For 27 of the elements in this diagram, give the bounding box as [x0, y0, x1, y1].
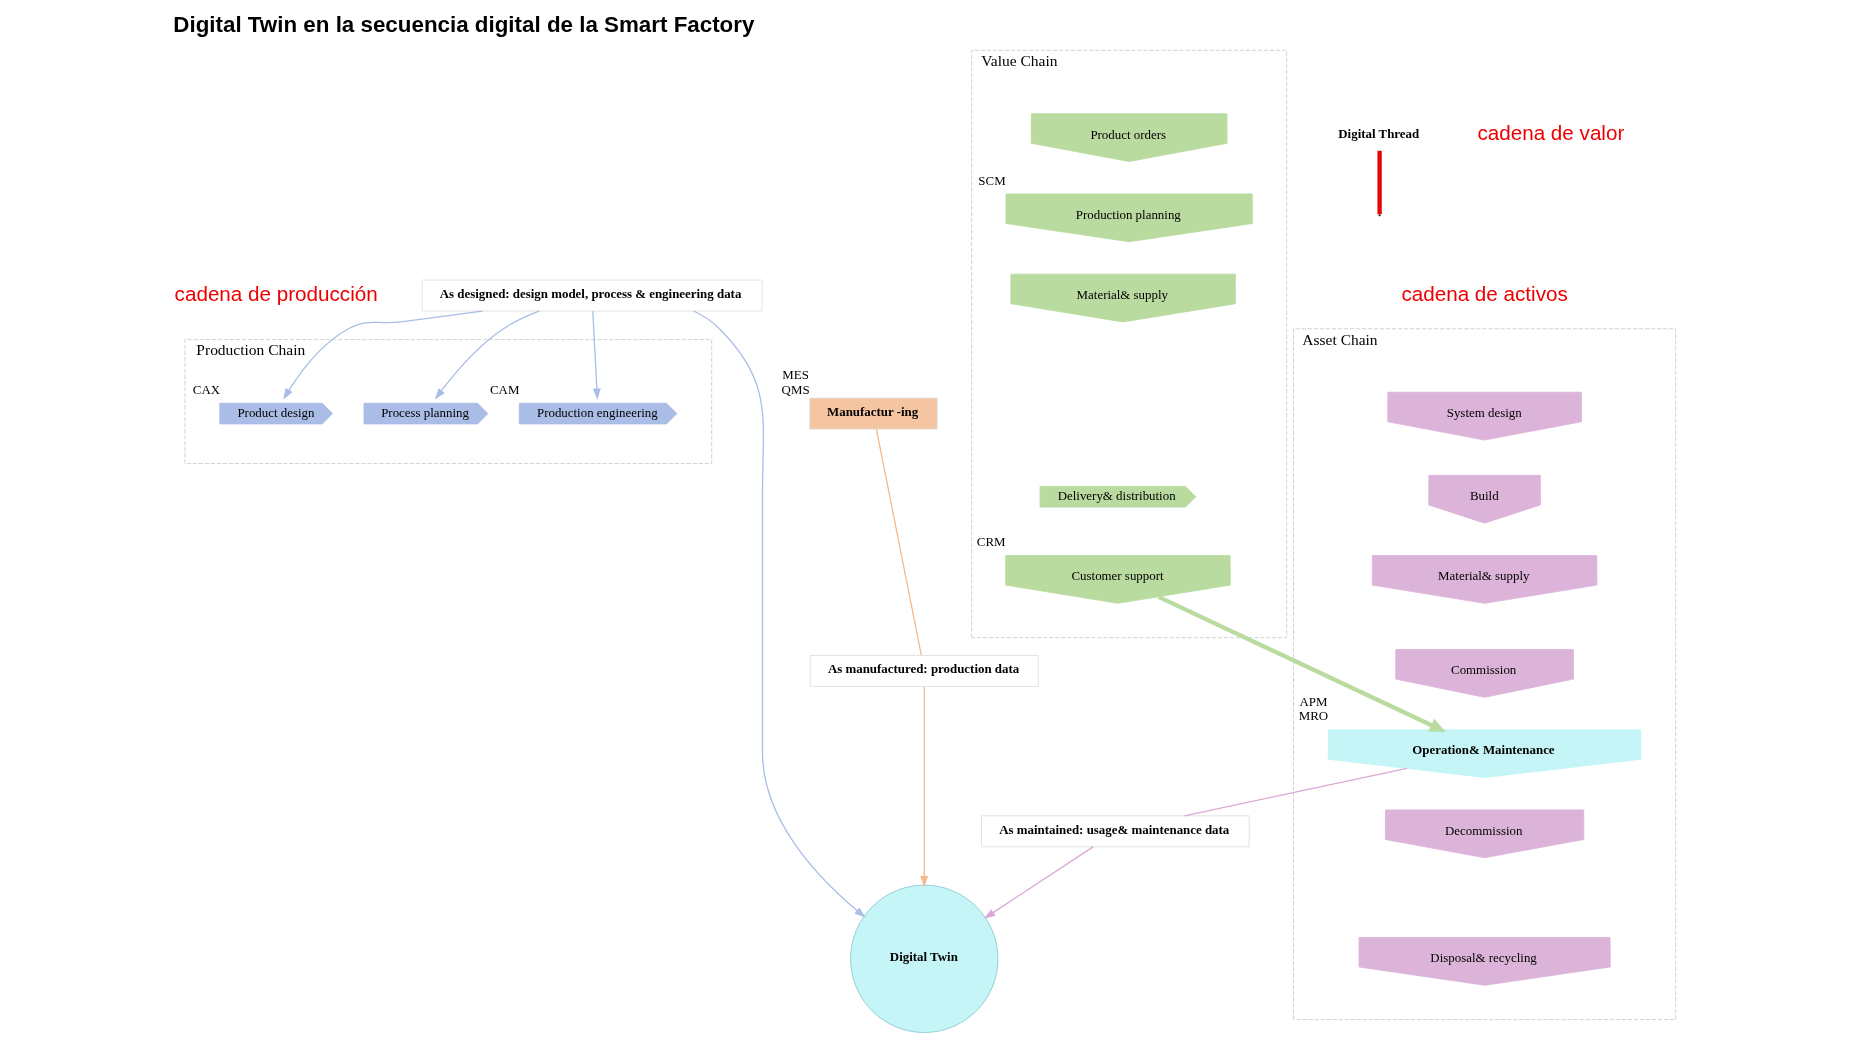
arrow	[283, 310, 484, 400]
node-text: Digital Thread	[1338, 125, 1420, 141]
node-label: CAX	[192, 381, 221, 397]
arrow	[592, 310, 601, 400]
label: cadena de producción	[174, 281, 378, 305]
node-label: APM	[1299, 693, 1328, 709]
node-box: As designed: design model, process & engineering data	[421, 279, 763, 312]
connector	[1377, 150, 1382, 215]
diagram-title: Digital Twin en la secuencia digital de la Smart Factory	[173, 12, 755, 38]
node-label: SCM	[978, 172, 1006, 188]
node-label: MES	[782, 367, 809, 383]
node-label: MRO	[1298, 708, 1329, 724]
arrow	[920, 686, 929, 888]
node-label: CRM	[976, 534, 1006, 550]
connector	[875, 428, 922, 656]
node-label: CAM	[489, 381, 520, 397]
arrow	[983, 846, 1094, 919]
node-box: As manufactured: production data	[809, 655, 1039, 687]
label: cadena de valor	[1477, 121, 1625, 145]
arrow	[1157, 594, 1446, 732]
node-box: Manufactur -ing	[809, 397, 938, 430]
arrow	[692, 310, 866, 918]
node-label: QMS	[781, 381, 810, 397]
node-box: As maintained: usage& maintenance data	[981, 815, 1250, 848]
label: cadena de activos	[1401, 281, 1568, 305]
connector	[1183, 767, 1408, 817]
arrow	[434, 310, 540, 400]
